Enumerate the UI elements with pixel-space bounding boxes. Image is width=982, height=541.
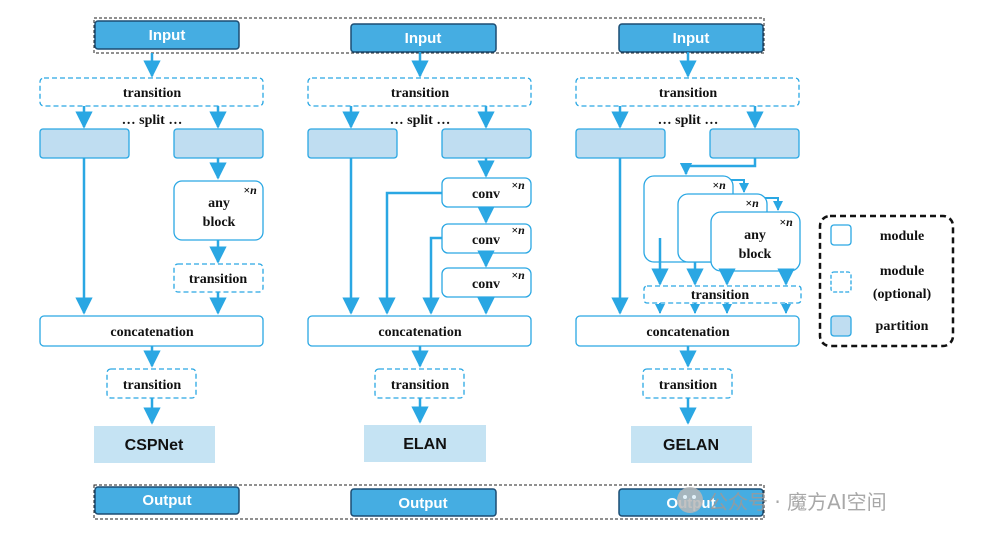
repeat-label: ×n	[511, 268, 525, 282]
repeat-label: ×n	[511, 178, 525, 192]
transition-label: transition	[659, 86, 718, 101]
legend-optional-label-1: module	[880, 264, 924, 279]
watermark-text: 公众号 · 魔方AI空间	[708, 490, 887, 514]
any-label: any	[208, 196, 230, 211]
transition-label: transition	[659, 378, 718, 393]
repeat-label: ×n	[779, 215, 793, 229]
concatenation-label: concatenation	[646, 325, 729, 340]
legend-partition-label: partition	[876, 319, 929, 334]
transition-box	[575, 77, 800, 107]
transition-label: transition	[391, 378, 450, 393]
conv-label: conv	[472, 277, 500, 292]
architecture-label: ELAN	[403, 436, 447, 453]
partition-left	[307, 128, 398, 159]
conv-label: conv	[472, 233, 500, 248]
gelan-name-box	[631, 426, 752, 463]
legend-module-label: module	[880, 229, 924, 244]
gelan-column: transition … split … ×n ×n ×n any block …	[575, 52, 802, 463]
partition-left	[39, 128, 130, 159]
block-label: block	[203, 215, 236, 230]
legend-frame	[818, 214, 955, 348]
gelan-input: Input	[618, 23, 764, 53]
transition-box	[307, 77, 532, 107]
transition-label: transition	[189, 272, 248, 287]
legend-optional-label-2: (optional)	[873, 287, 932, 302]
split-label: … split …	[658, 113, 719, 128]
watermark: 公众号 · 魔方AI空间	[677, 487, 887, 514]
split-label: … split …	[122, 113, 183, 128]
repeat-label: ×n	[243, 183, 257, 197]
partition-left	[575, 128, 666, 159]
input-label: Input	[405, 30, 442, 47]
any-block-module-stack-3	[710, 211, 801, 272]
transition-label: transition	[391, 86, 450, 101]
legend: module module (optional) partition	[818, 214, 955, 348]
legend-swatch-module	[830, 224, 852, 246]
block-label: block	[739, 247, 772, 262]
transition-box	[643, 285, 802, 304]
partition-right	[709, 128, 800, 159]
concatenation-label: concatenation	[378, 325, 461, 340]
repeat-label: ×n	[712, 178, 726, 192]
any-label: any	[744, 228, 766, 243]
elan-input: Input	[350, 23, 497, 53]
cspnet-name-box	[94, 426, 215, 463]
architecture-label: GELAN	[663, 437, 719, 454]
partition-right	[441, 128, 532, 159]
cspnet-input: Input	[94, 20, 240, 50]
wechat-icon	[677, 487, 703, 513]
input-label: Input	[673, 30, 710, 47]
cspnet-column: transition … split … any block ×n transi…	[39, 53, 264, 463]
legend-swatch-optional	[830, 271, 852, 293]
elan-name-box	[364, 425, 486, 462]
output-label: Output	[142, 492, 191, 509]
elan-column: transition … split … conv ×n conv ×n con…	[307, 52, 532, 462]
concatenation-label: concatenation	[110, 325, 193, 340]
partition-right	[173, 128, 264, 159]
architecture-label: CSPNet	[125, 437, 184, 454]
input-row-frame	[93, 17, 765, 54]
legend-swatch-partition	[830, 315, 852, 337]
repeat-label: ×n	[511, 223, 525, 237]
transition-label: transition	[691, 288, 750, 303]
conv-label: conv	[472, 187, 500, 202]
repeat-label: ×n	[745, 196, 759, 210]
elan-output: Output	[350, 488, 497, 517]
transition-label: transition	[123, 378, 182, 393]
transition-box	[39, 77, 264, 107]
split-label: … split …	[390, 113, 451, 128]
transition-label: transition	[123, 86, 182, 101]
output-label: Output	[398, 495, 447, 512]
cspnet-output: Output	[94, 486, 240, 515]
output-row-frame	[93, 484, 765, 520]
input-label: Input	[149, 27, 186, 44]
